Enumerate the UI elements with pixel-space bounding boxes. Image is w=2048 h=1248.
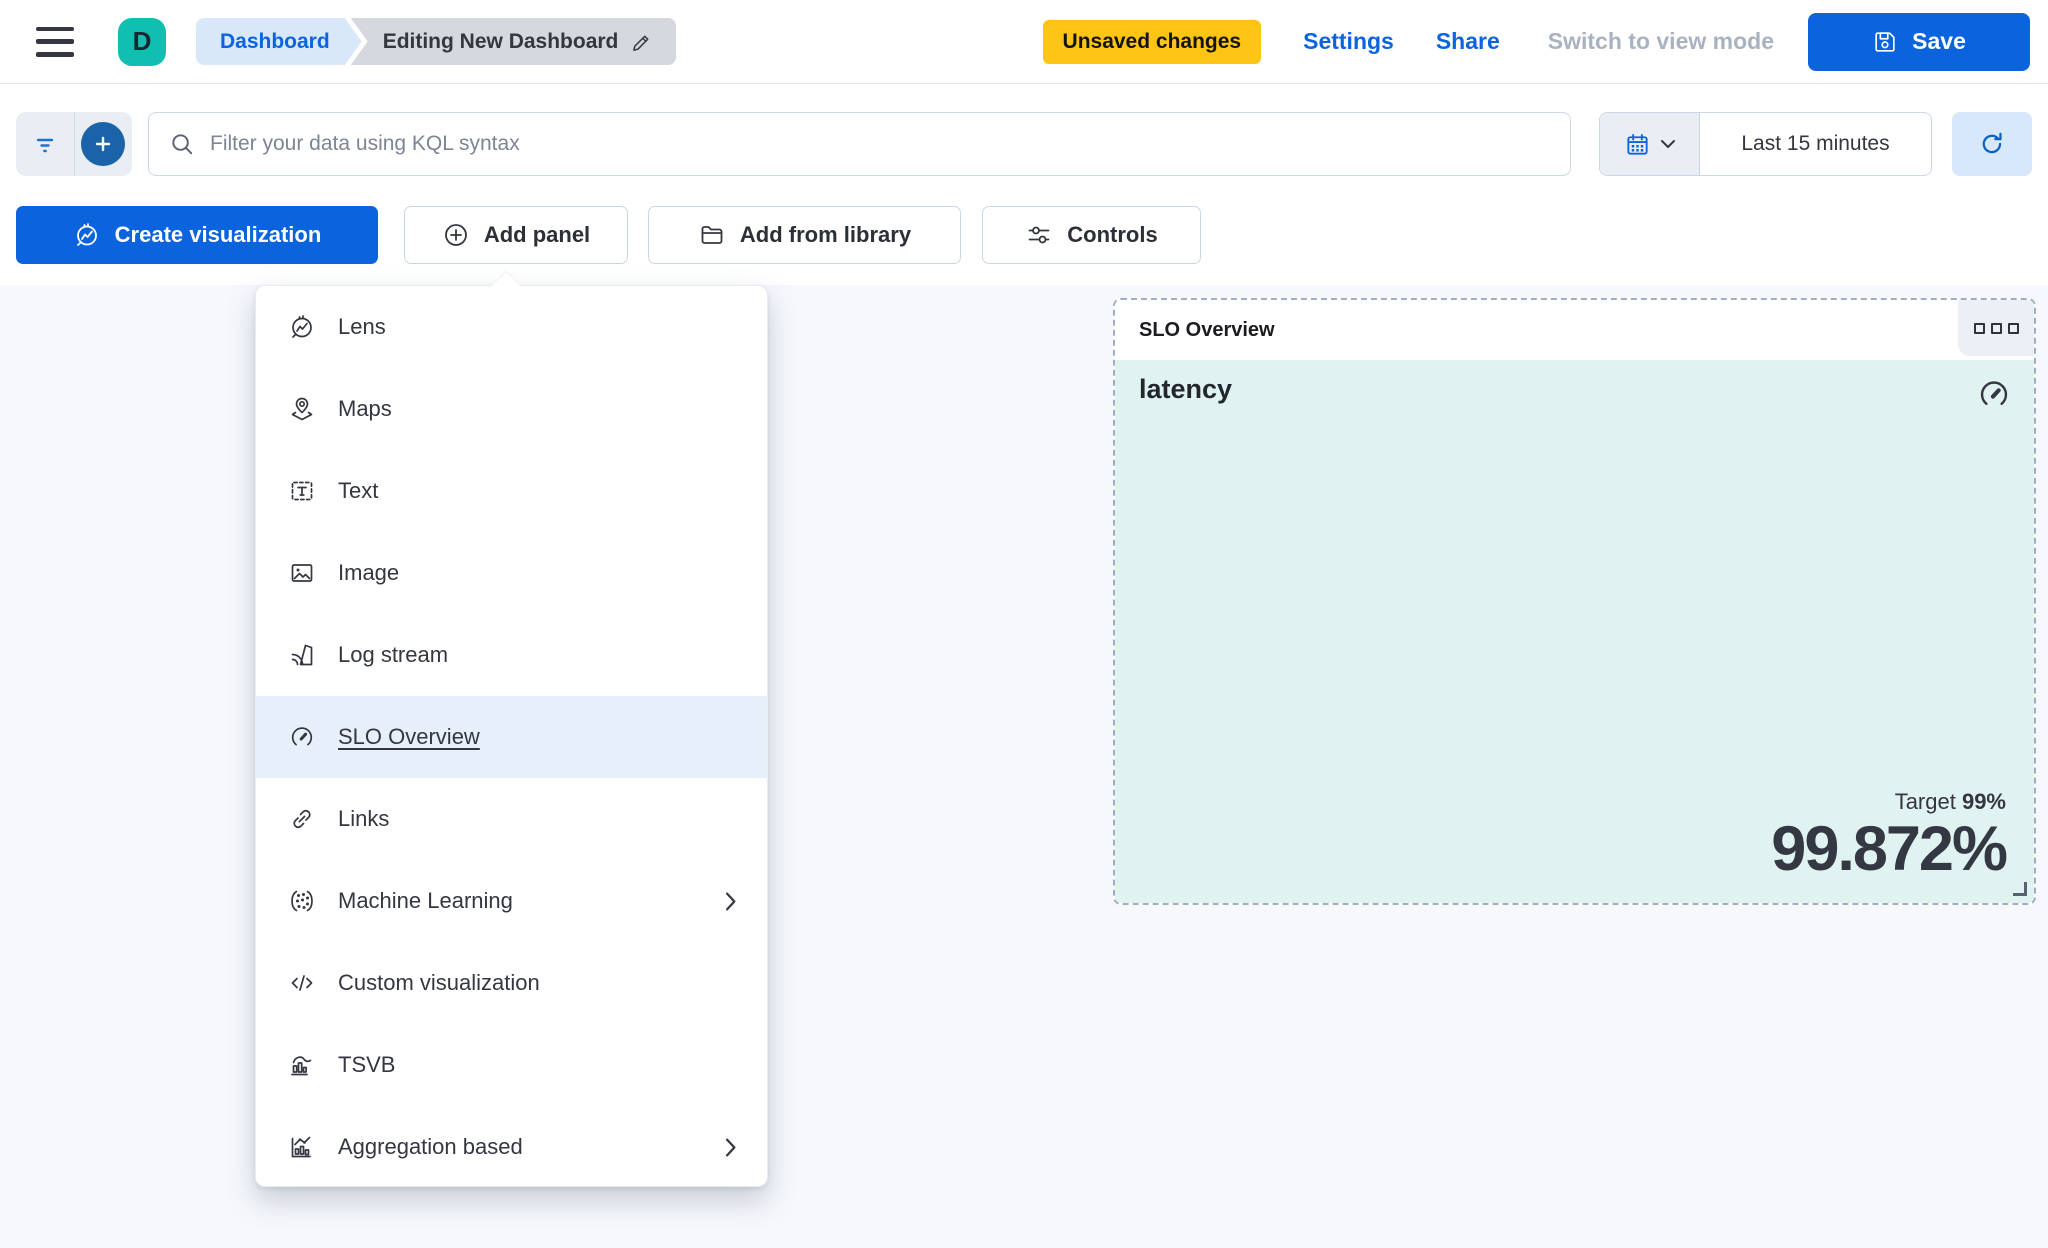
panel-header[interactable]: SLO Overview xyxy=(1115,300,2034,360)
menu-hamburger-icon[interactable] xyxy=(36,26,74,57)
menu-item-label: Aggregation based xyxy=(338,1134,523,1159)
menu-item-label: Lens xyxy=(338,314,386,339)
links-icon xyxy=(293,809,311,829)
breadcrumb-current[interactable]: Editing New Dashboard xyxy=(350,18,677,65)
plus-icon xyxy=(81,122,126,166)
slo-target-value: 99% xyxy=(1961,788,2006,814)
menu-item-image[interactable]: Image xyxy=(256,532,767,614)
menu-item-maps[interactable]: Maps xyxy=(256,368,767,450)
chevron-down-icon xyxy=(1660,140,1675,148)
menu-item-custom-visualization[interactable]: Custom visualization xyxy=(256,942,767,1024)
menu-item-label: Log stream xyxy=(338,642,449,667)
refresh-button[interactable] xyxy=(1952,112,2032,176)
search-icon xyxy=(172,133,193,154)
time-range-value[interactable]: Last 15 minutes xyxy=(1741,132,1890,155)
filter-icon xyxy=(36,138,53,153)
slo-name: latency xyxy=(1139,374,1233,404)
settings-link[interactable]: Settings xyxy=(1303,28,1394,54)
breadcrumb-dashboard[interactable]: Dashboard xyxy=(196,18,362,65)
slo-overview-panel: SLO Overview latency Target 99% 99. xyxy=(1113,298,2036,905)
menu-item-label: Links xyxy=(338,806,390,831)
share-link[interactable]: Share xyxy=(1435,28,1500,54)
panel-title: SLO Overview xyxy=(1139,318,1275,341)
create-visualization-label: Create visualization xyxy=(114,222,322,247)
menu-item-log-stream[interactable]: Log stream xyxy=(256,614,767,696)
panel-resize-handle[interactable] xyxy=(2013,882,2027,896)
dashboard-toolbar: Create visualization Add panel Add from … xyxy=(16,206,2032,264)
add-panel-menu: Lens Maps Text Im xyxy=(255,270,768,1188)
add-from-library-button[interactable]: Add from library xyxy=(648,206,961,264)
plus-circle-icon xyxy=(444,224,467,246)
save-button-label: Save xyxy=(1912,28,1966,54)
calendar-icon xyxy=(1626,133,1648,155)
slo-card[interactable]: latency Target 99% 99.872% xyxy=(1115,360,2034,903)
slo-metrics: Target 99% 99.872% xyxy=(1771,789,2008,884)
breadcrumb: Dashboard Editing New Dashboard xyxy=(196,18,677,65)
add-panel-label: Add panel xyxy=(483,222,591,247)
custom-visualization-icon xyxy=(291,975,313,991)
save-floppy-icon xyxy=(1872,29,1898,55)
refresh-icon xyxy=(1982,132,2002,154)
folder-icon xyxy=(701,226,723,244)
machine-learning-icon xyxy=(291,890,313,912)
dashboard-canvas: Lens Maps Text Im xyxy=(0,270,2048,1248)
unsaved-changes-badge[interactable]: Unsaved changes xyxy=(1042,19,1262,64)
top-navigation-bar: D Dashboard Editing New Dashboard Unsave… xyxy=(0,0,2048,84)
menu-item-tsvb[interactable]: TSVB xyxy=(256,1024,767,1106)
query-bar: Last 15 minutes xyxy=(16,112,2032,176)
sliders-icon xyxy=(1028,226,1050,244)
text-icon xyxy=(291,481,313,501)
chevron-right-icon xyxy=(725,892,736,910)
tsvb-icon xyxy=(291,1056,312,1076)
lens-icon xyxy=(76,223,97,246)
panel-options-button[interactable] xyxy=(1958,300,2034,356)
menu-item-aggregation-based[interactable]: Aggregation based xyxy=(256,1106,767,1188)
add-from-library-label: Add from library xyxy=(739,222,912,247)
maps-icon xyxy=(291,397,313,421)
menu-item-label: Maps xyxy=(338,396,392,421)
chevron-right-icon xyxy=(725,1138,736,1156)
menu-item-label: Machine Learning xyxy=(338,888,513,913)
switch-to-view-mode-link[interactable]: Switch to view mode xyxy=(1547,28,1774,54)
log-stream-icon xyxy=(291,644,313,666)
save-button[interactable]: Save xyxy=(1808,12,2030,71)
filter-controls-group xyxy=(16,112,132,176)
saved-query-filter-button[interactable] xyxy=(16,112,75,176)
time-picker: Last 15 minutes xyxy=(1599,112,1932,176)
slo-gauge-icon xyxy=(291,727,313,746)
gauge-icon xyxy=(1976,376,2012,412)
add-panel-button[interactable]: Add panel xyxy=(404,206,628,264)
kql-search-box xyxy=(148,112,1571,176)
menu-item-label: Custom visualization xyxy=(338,970,540,995)
pencil-icon xyxy=(630,30,654,54)
menu-item-label: TSVB xyxy=(338,1052,396,1077)
aggregation-based-icon xyxy=(291,1136,311,1158)
breadcrumb-current-label: Editing New Dashboard xyxy=(382,29,619,53)
slo-target: Target 99% xyxy=(1771,789,2006,815)
space-avatar[interactable]: D xyxy=(118,17,166,66)
slo-target-label: Target xyxy=(1894,788,1962,814)
kql-search-input[interactable] xyxy=(210,132,1550,156)
menu-item-slo-overview[interactable]: SLO Overview xyxy=(256,696,767,778)
menu-item-text[interactable]: Text xyxy=(256,450,767,532)
lens-icon xyxy=(292,315,312,338)
slo-value: 99.872% xyxy=(1771,813,2008,884)
menu-item-links[interactable]: Links xyxy=(256,778,767,860)
add-filter-button[interactable] xyxy=(75,112,133,176)
menu-item-lens[interactable]: Lens xyxy=(256,286,767,368)
image-icon xyxy=(291,564,313,582)
controls-label: Controls xyxy=(1067,222,1158,247)
menu-item-label: Image xyxy=(338,560,400,585)
menu-item-label: Text xyxy=(338,478,379,503)
boxes-horizontal-icon xyxy=(1973,322,1985,334)
time-picker-calendar-button[interactable] xyxy=(1600,113,1700,175)
controls-button[interactable]: Controls xyxy=(982,206,1201,264)
menu-item-machine-learning[interactable]: Machine Learning xyxy=(256,860,767,942)
create-visualization-button[interactable]: Create visualization xyxy=(16,206,378,264)
menu-item-label: SLO Overview xyxy=(338,724,480,749)
